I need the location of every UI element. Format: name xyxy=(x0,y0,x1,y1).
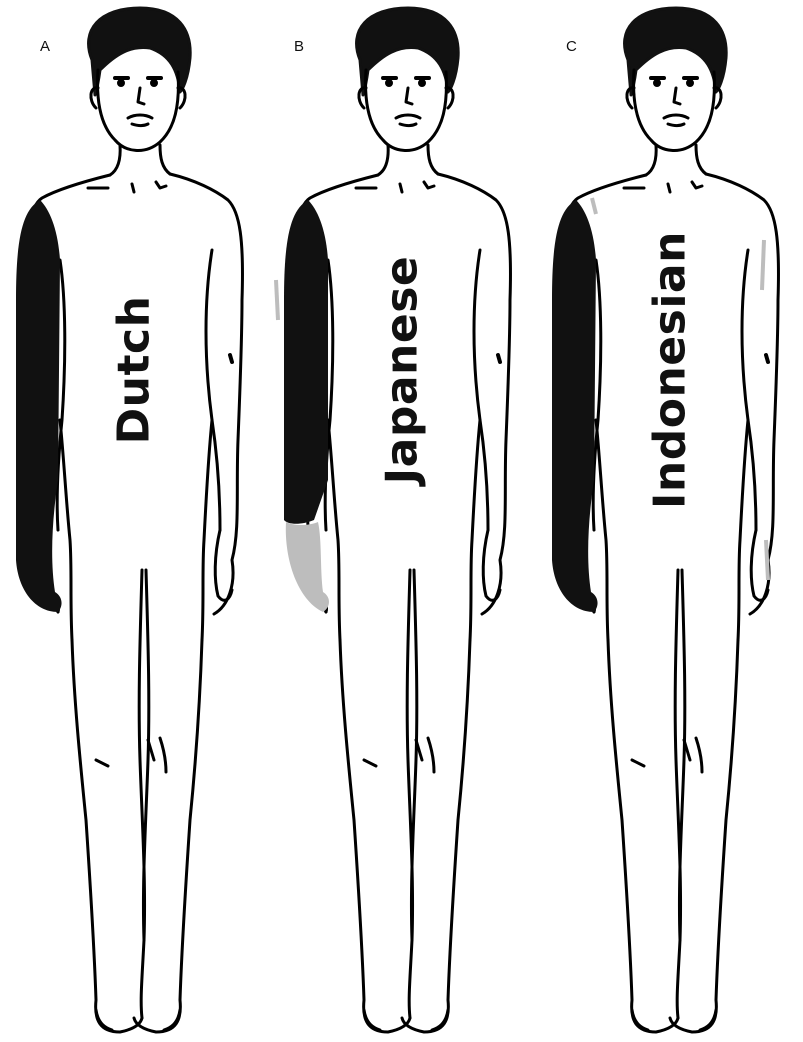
dark-zone-arm-a xyxy=(16,200,62,612)
dark-zone-arm-c xyxy=(552,200,598,612)
figure-panel-b: B Japanese xyxy=(268,0,536,1042)
dark-zone-arm-b xyxy=(284,200,328,524)
light-zone-hand-b xyxy=(286,522,329,612)
light-zone-right-arm-c xyxy=(762,240,768,580)
body-label-japanese: Japanese xyxy=(377,256,428,484)
figure-panel-a: A Dutch xyxy=(0,0,268,1042)
body-label-dutch: Dutch xyxy=(109,296,160,445)
body-figure-a xyxy=(0,0,268,1042)
body-figure-c xyxy=(536,0,803,1042)
body-label-indonesian: Indonesian xyxy=(645,231,696,509)
light-zone-shoulder-c xyxy=(592,198,596,214)
figure-panel-c: C Indonesian xyxy=(536,0,803,1042)
light-zone-shoulder-b xyxy=(276,280,278,320)
body-figure-b xyxy=(268,0,536,1042)
